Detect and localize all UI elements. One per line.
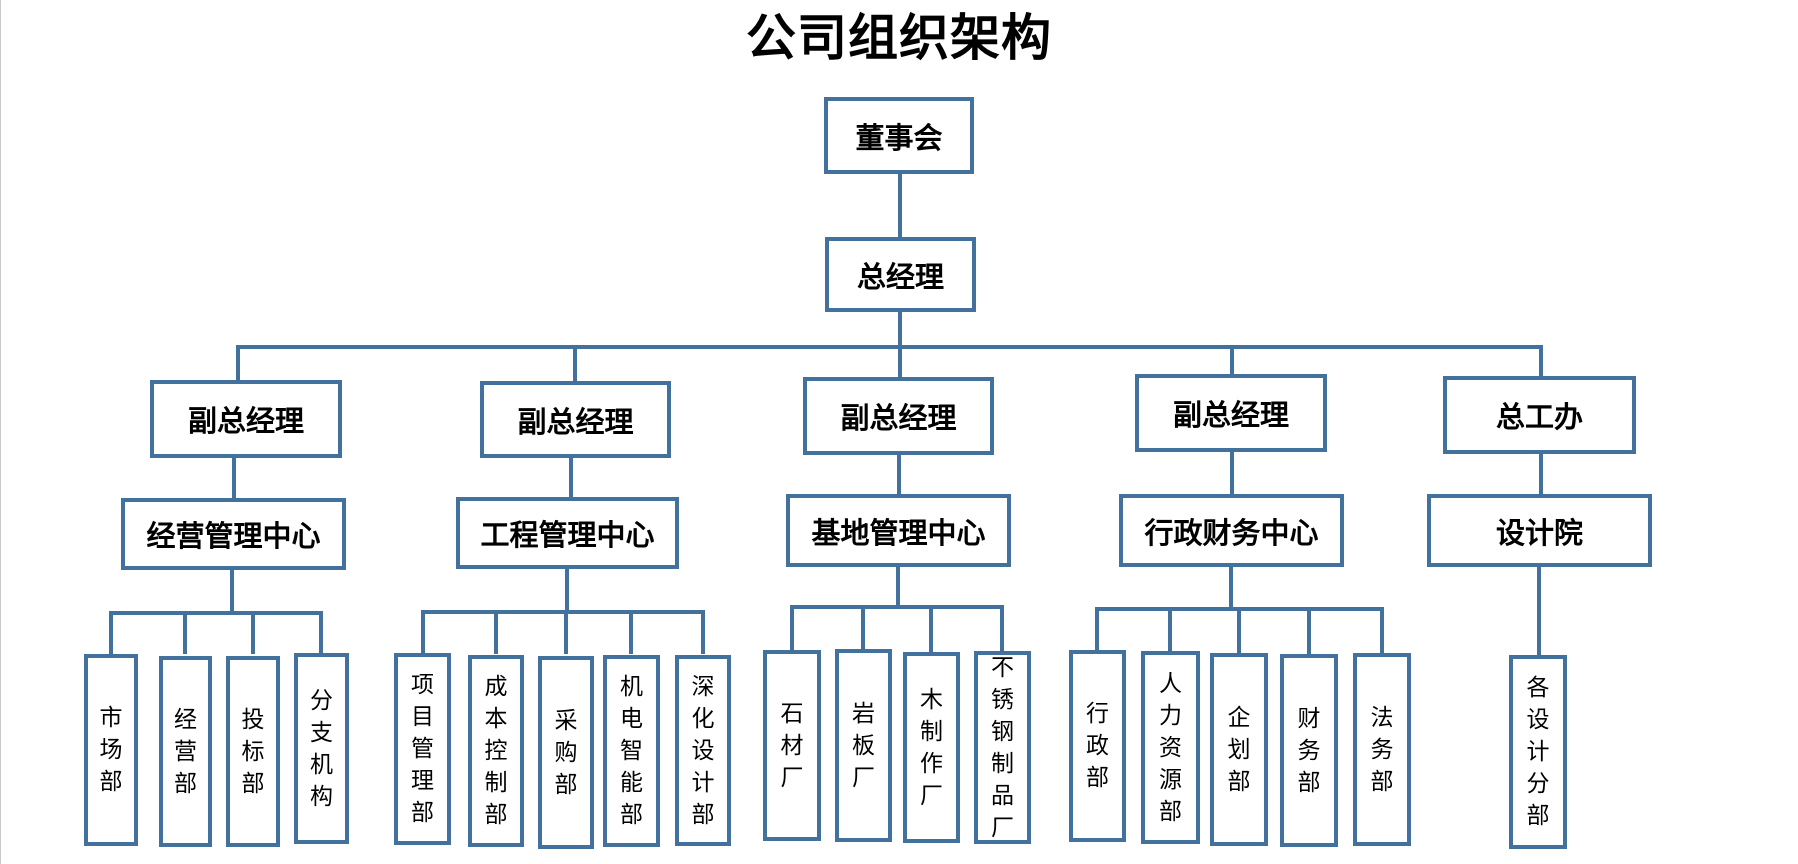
node-dept-3-3-label: 财务部 [1297,705,1321,796]
node-dept-1-0-label: 项目管理部 [410,672,434,826]
node-board-label: 董事会 [855,120,943,155]
node-center-0: 经营管理中心 [121,498,346,570]
node-center-4: 设计院 [1427,494,1652,567]
node-dept-0-2: 投标部 [226,656,280,847]
node-dept-0-3: 分支机构 [294,653,349,844]
node-dept-2-0-label: 石材厂 [780,700,804,791]
node-dept-1-0: 项目管理部 [394,653,451,845]
node-dept-3-1-label: 人力资源部 [1158,670,1182,825]
node-head-1: 副总经理 [480,381,671,458]
node-dept-0-1: 经营部 [159,656,212,847]
node-dept-2-3-label: 不锈钢制品厂 [990,654,1014,841]
node-dept-2-2-label: 木制作厂 [919,686,943,809]
node-dept-0-2-label: 投标部 [241,706,265,797]
node-dept-3-0: 行政部 [1069,650,1126,842]
node-dept-0-1-label: 经营部 [173,706,197,797]
node-center-2-label: 基地管理中心 [811,515,986,550]
node-dept-1-4: 深化设计部 [675,655,731,846]
node-center-2: 基地管理中心 [786,494,1011,567]
node-head-1-label: 副总经理 [517,404,634,439]
node-head-2-label: 副总经理 [840,401,957,435]
node-head-0-label: 副总经理 [187,404,304,438]
node-dept-3-1: 人力资源部 [1141,651,1200,844]
node-dept-0-3-label: 分支机构 [309,687,333,810]
node-dept-1-2: 采购部 [538,656,594,849]
node-dept-3-4: 法务部 [1353,653,1411,846]
node-dept-2-1-label: 岩板厂 [851,700,875,791]
node-center-1-label: 工程管理中心 [480,518,655,552]
node-board: 董事会 [824,97,974,174]
node-center-1: 工程管理中心 [456,497,679,569]
node-dept-2-1: 岩板厂 [835,649,892,842]
node-dept-2-0: 石材厂 [763,650,821,841]
node-head-4-label: 总工办 [1495,400,1583,434]
node-dept-1-3-label: 机电智能部 [619,674,643,828]
node-center-3: 行政财务中心 [1119,494,1344,567]
node-dept-4-0-label: 各设计分部 [1526,675,1550,829]
node-dept-1-1-label: 成本控制部 [484,674,508,828]
node-dept-0-0-label: 市场部 [99,705,123,795]
node-dept-4-0: 各设计分部 [1509,655,1567,849]
node-dept-3-2: 企划部 [1210,653,1268,846]
node-head-4: 总工办 [1443,376,1636,454]
node-dept-3-2-label: 企划部 [1227,704,1251,795]
page-edge [0,0,1,864]
node-general-manager-label: 总经理 [856,259,944,294]
node-dept-3-3: 财务部 [1280,654,1338,847]
node-dept-2-2: 木制作厂 [903,652,960,843]
node-dept-3-4-label: 法务部 [1370,704,1394,795]
node-dept-1-3: 机电智能部 [603,655,660,847]
node-dept-3-0-label: 行政部 [1085,701,1109,791]
node-head-0: 副总经理 [150,380,342,458]
node-center-3-label: 行政财务中心 [1144,515,1319,550]
node-dept-1-2-label: 采购部 [554,707,578,798]
node-head-3: 副总经理 [1135,374,1327,452]
node-dept-1-4-label: 深化设计部 [691,673,715,828]
node-head-3-label: 副总经理 [1172,398,1289,432]
node-head-2: 副总经理 [803,377,994,455]
node-general-manager: 总经理 [825,237,976,312]
node-dept-0-0: 市场部 [84,654,138,846]
node-center-4-label: 设计院 [1495,515,1583,550]
chart-title: 公司组织架构 [746,9,1052,67]
node-dept-1-1: 成本控制部 [468,655,524,847]
node-dept-2-3: 不锈钢制品厂 [974,651,1031,844]
node-center-0-label: 经营管理中心 [146,519,321,553]
